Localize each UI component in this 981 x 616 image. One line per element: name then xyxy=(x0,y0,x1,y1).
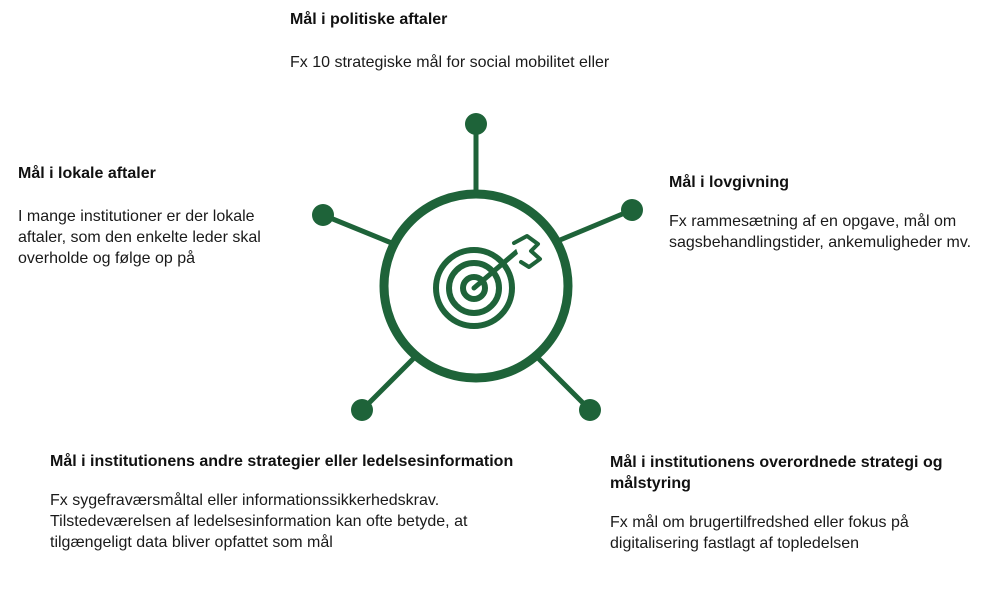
block-body: Fx 10 strategiske mål for social mobilit… xyxy=(290,54,610,71)
block-title: Mål i lovgivning xyxy=(669,174,790,191)
block-overall-strategy: Mål i institutionens overordnede strateg… xyxy=(610,452,970,554)
node-dot-bottom-left xyxy=(351,399,373,421)
block-other-strategies: Mål i institutionens andre strategier el… xyxy=(50,451,520,553)
block-political-agreements: Mål i politiske aftaler Fx 10 strategisk… xyxy=(290,9,710,73)
spoke-left xyxy=(320,212,397,247)
spoke-bottom-right xyxy=(532,352,593,413)
block-body: I mange institutioner er der lokale afta… xyxy=(18,208,261,267)
spoke-right xyxy=(557,207,635,243)
block-title: Mål i lokale aftaler xyxy=(18,165,156,182)
spoke-bottom-left xyxy=(359,352,420,413)
block-body: Fx mål om brugertilfredshed eller fokus … xyxy=(610,514,909,552)
node-dot-top xyxy=(465,113,487,135)
block-legislation: Mål i lovgivning Fx rammesætning af en o… xyxy=(669,172,979,253)
block-local-agreements: Mål i lokale aftaler I mange institution… xyxy=(18,163,298,269)
block-body: Fx rammesætning af en opgave, mål om sag… xyxy=(669,213,972,251)
block-body: Fx sygefraværsmåltal eller informationss… xyxy=(50,492,468,551)
target-with-arrow-icon xyxy=(433,234,542,329)
node-dot-left xyxy=(312,204,334,226)
block-title: Mål i institutionens overordnede strateg… xyxy=(610,454,943,492)
node-dot-right xyxy=(621,199,643,221)
block-title: Mål i politiske aftaler xyxy=(290,11,448,28)
node-dot-bottom-right xyxy=(579,399,601,421)
block-title: Mål i institutionens andre strategier el… xyxy=(50,453,514,470)
